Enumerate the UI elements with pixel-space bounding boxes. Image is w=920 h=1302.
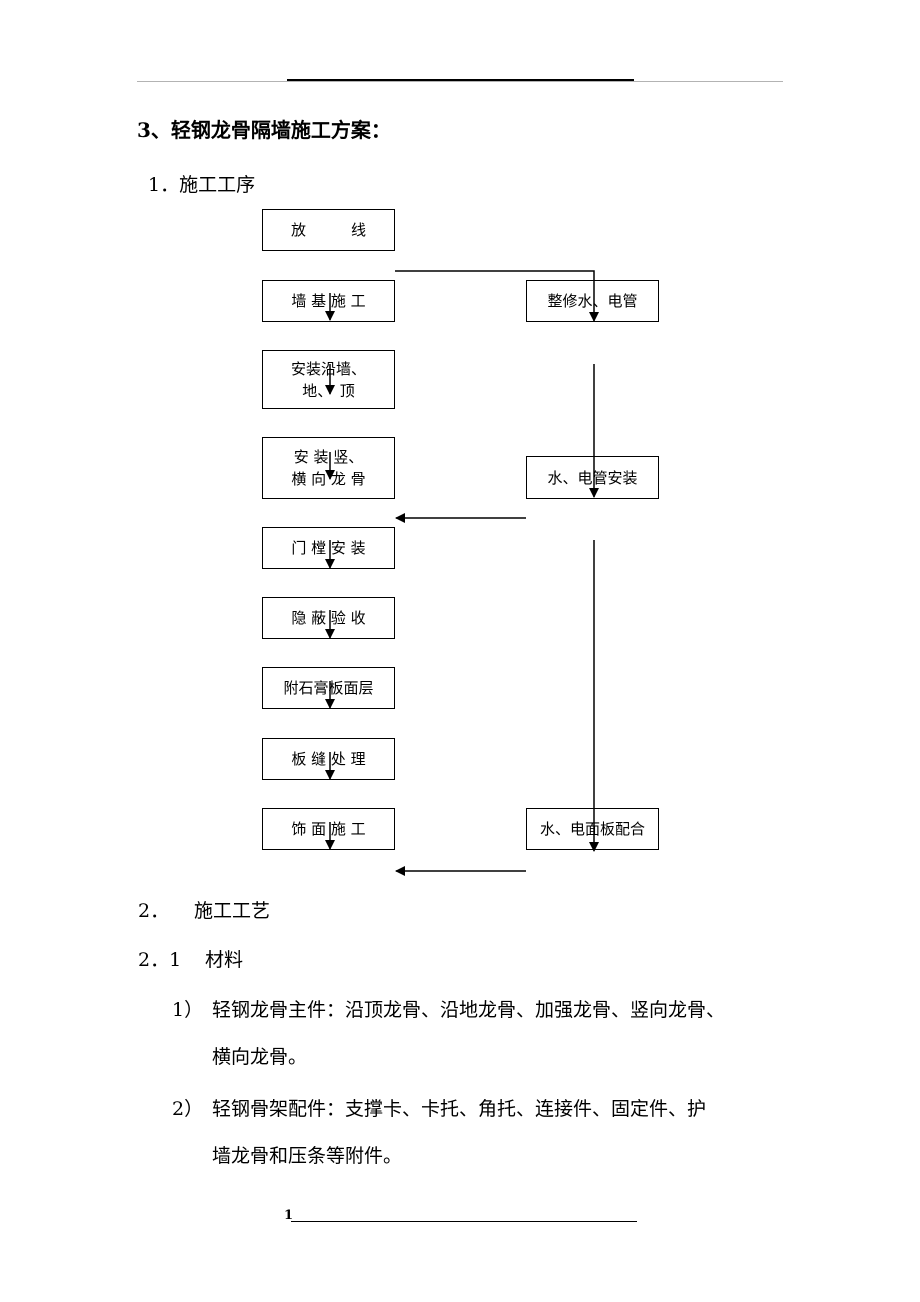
- flow-box-install-studs: 安 装 竖、 横 向 龙 骨: [262, 437, 395, 499]
- section-2-1-number: 2．1: [138, 949, 182, 971]
- subsection-title-process: 1．施工工序: [148, 174, 256, 196]
- flow-box-install-edge-track: 安装沿墙、 地、 顶: [262, 350, 395, 409]
- list-item-1-line-1: 轻钢龙骨主件：沿顶龙骨、沿地龙骨、加强龙骨、竖向龙骨、: [212, 999, 726, 1021]
- arrow-branch-right: [395, 270, 599, 322]
- list-item-1-number: 1）: [172, 999, 204, 1021]
- section-heading: 3、轻钢龙骨隔墙施工方案：: [137, 118, 391, 142]
- flow-box-layout-lines: 放 线: [262, 209, 395, 251]
- list-item-2-number: 2）: [172, 1098, 204, 1120]
- list-item-2-line-2: 墙龙骨和压条等附件。: [212, 1145, 403, 1167]
- list-item-1-line-2: 横向龙骨。: [212, 1046, 308, 1068]
- header-rule-gray: [137, 81, 783, 82]
- page-number: 1: [284, 1208, 294, 1223]
- section-2-title: 施工工艺: [194, 900, 271, 922]
- header-rule-black: [287, 79, 634, 81]
- section-2-1-title: 材料: [205, 949, 244, 971]
- footer-rule: [291, 1221, 637, 1222]
- list-item-2-line-1: 轻钢骨架配件：支撑卡、卡托、角托、连接件、固定件、护: [212, 1098, 707, 1120]
- section-2-number: 2．: [138, 900, 170, 922]
